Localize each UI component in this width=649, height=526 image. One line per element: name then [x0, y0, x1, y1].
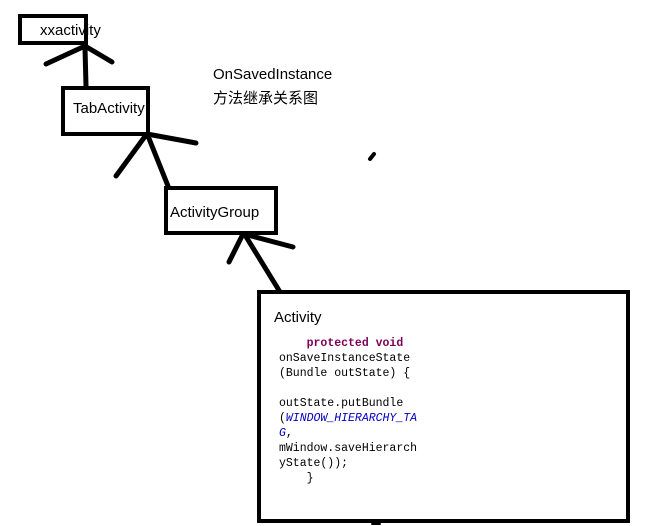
tabactivity-box: TabActivity — [61, 86, 150, 136]
stray-mark — [368, 152, 376, 161]
code-indent-2 — [279, 472, 307, 485]
arrowhead-left-tabactivity — [113, 132, 149, 179]
code-params: (Bundle outState) { — [279, 367, 411, 380]
code-closing-brace: } — [306, 472, 314, 485]
arrowhead-left-activitygroup — [226, 231, 246, 265]
tabactivity-label: TabActivity — [73, 100, 145, 117]
code-mwindow: mWindow.saveHierarch — [279, 442, 418, 455]
arrowhead-right-activitygroup — [241, 231, 296, 250]
code-paren: ( — [279, 412, 286, 425]
code-constant-part2: G — [279, 427, 286, 440]
arrow-activitygroup-to-tabactivity — [145, 133, 171, 189]
activity-box: Activity protected void onSaveInstanceSt… — [257, 290, 630, 523]
arrow-tabactivity-to-xxactivity — [82, 45, 89, 89]
arrow-activity-to-activitygroup — [242, 232, 283, 295]
code-constant-part1: WINDOW_HIERARCHY_TA — [285, 412, 418, 425]
arrowhead-left-xxactivity — [43, 43, 88, 67]
note-line-2: 方法继承关系图 — [213, 90, 319, 107]
activity-label: Activity — [274, 309, 322, 326]
code-method-name: onSaveInstanceState — [279, 352, 411, 365]
activitygroup-box: ActivityGroup — [164, 186, 278, 235]
code-putbundle: outState.putBundle — [279, 397, 404, 410]
code-keyword: protected void — [306, 337, 404, 350]
arrowhead-right-xxactivity — [82, 43, 115, 65]
xxactivity-box: xxactivity — [18, 14, 101, 45]
code-indent-1 — [279, 337, 307, 350]
arrowhead-right-tabactivity — [144, 131, 199, 146]
note-line-1: OnSavedInstance — [213, 66, 333, 83]
onsaveinstancestate-code: protected void onSaveInstanceState (Bund… — [279, 336, 417, 486]
diagram-note: OnSavedInstance 方法继承关系图 — [213, 63, 332, 111]
code-savestate: yState()); — [279, 457, 349, 470]
activitygroup-label: ActivityGroup — [170, 204, 260, 221]
xxactivity-label: xxactivity — [40, 22, 101, 39]
code-comma: , — [285, 427, 293, 440]
